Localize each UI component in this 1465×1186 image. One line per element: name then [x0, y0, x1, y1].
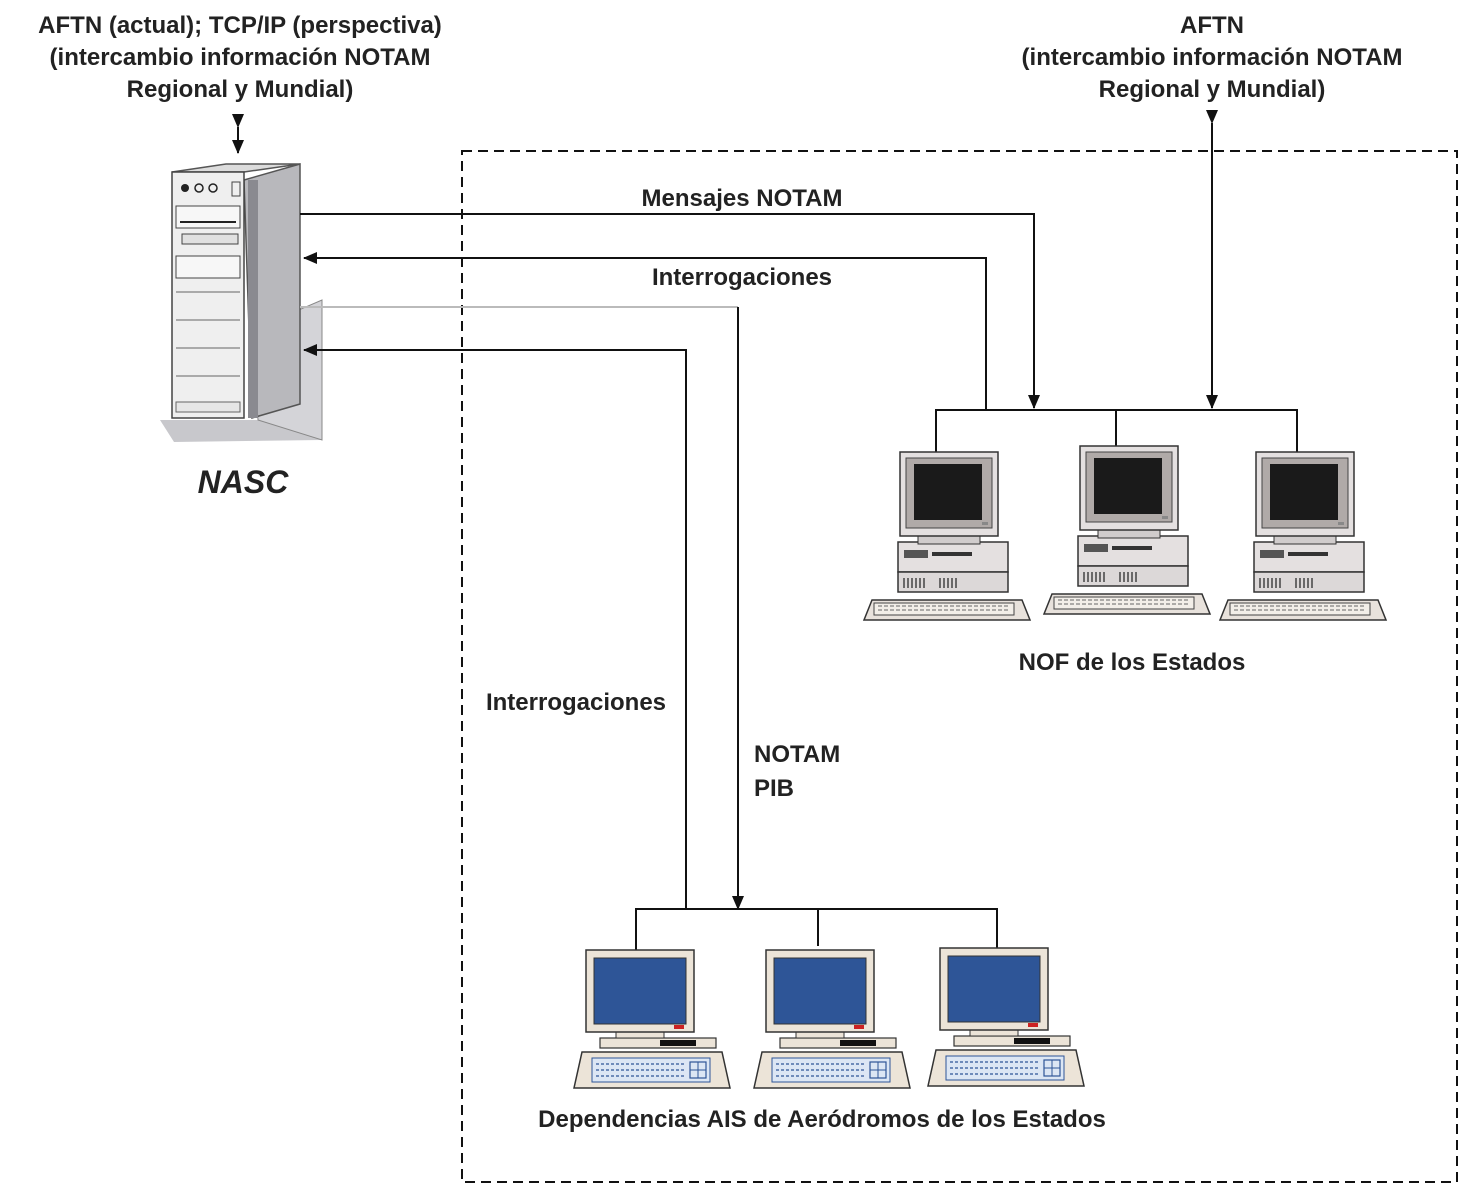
- ais-bus: [635, 908, 998, 950]
- nasc-label: NASC: [198, 464, 290, 500]
- ais-workstation-3-icon: [927, 947, 1085, 1087]
- top-left-label-line1: AFTN (actual); TCP/IP (perspectiva): [38, 12, 442, 39]
- ais-workstation-1-icon: [573, 949, 731, 1089]
- nasc-server-icon: [160, 163, 323, 442]
- interrogaciones-top-label: Interrogaciones: [652, 264, 832, 291]
- nof-workstation-3-icon: [1219, 451, 1387, 621]
- top-right-label-line2: (intercambio información NOTAM: [1022, 44, 1403, 71]
- notam-label: NOTAM: [754, 741, 840, 768]
- top-right-label-line1: AFTN: [1180, 12, 1244, 39]
- top-left-label-line2: (intercambio información NOTAM: [50, 44, 431, 71]
- interrogaciones-top-connector: [303, 252, 987, 410]
- nof-bus: [935, 409, 1298, 452]
- nof-workstation-1-icon: [863, 451, 1031, 621]
- interrogaciones-side-connector: [303, 344, 687, 909]
- ais-workstation-2-icon: [753, 949, 911, 1089]
- top-left-label-line3: Regional y Mundial): [127, 76, 354, 103]
- nof-workstation-2-icon: [1043, 445, 1211, 615]
- boundary-box: [461, 150, 1458, 1183]
- pib-label: PIB: [754, 775, 794, 802]
- mensajes-notam-label: Mensajes NOTAM: [642, 185, 843, 212]
- interrogaciones-side-label: Interrogaciones: [486, 689, 666, 716]
- nof-label: NOF de los Estados: [1019, 649, 1246, 676]
- mensajes-notam-connector: [300, 213, 1040, 409]
- ais-label: Dependencias AIS de Aeródromos de los Es…: [538, 1106, 1106, 1133]
- top-right-label-line3: Regional y Mundial): [1099, 76, 1326, 103]
